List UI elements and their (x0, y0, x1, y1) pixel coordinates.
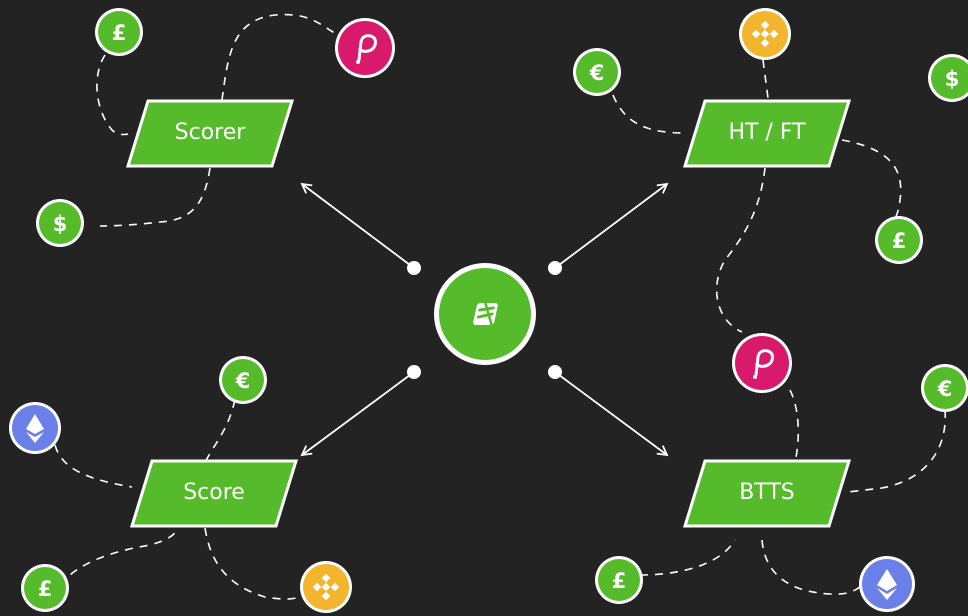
coin-dollar-2-glyph: $ (945, 67, 960, 91)
coin-euro-1: € (573, 48, 621, 96)
coin-pound-1-glyph: £ (112, 21, 127, 45)
dashed-link-btts-euro (847, 409, 947, 493)
arrow-to-score (300, 371, 415, 457)
coin-euro-1-glyph: € (589, 61, 605, 85)
coin-pound-4-glyph: £ (612, 569, 627, 593)
bet-slip-icon (473, 302, 498, 326)
coin-euro-3-glyph: € (937, 377, 953, 401)
arrow-to-btts (554, 371, 669, 457)
dashed-link-btts-polkadot (789, 389, 800, 463)
coin-dollar-2: $ (928, 54, 968, 102)
coin-euro-3: € (921, 364, 968, 412)
dashed-link-scorer-polkadot (221, 13, 339, 101)
coin-pound-4: £ (595, 556, 643, 604)
center-hub (434, 263, 536, 365)
dashed-link-score-euro (204, 399, 236, 463)
arrows (300, 182, 669, 457)
dashed-link-scorer-dollar (99, 167, 211, 227)
coin-pound-3-glyph: £ (38, 577, 53, 601)
coin-polkadot-2 (732, 333, 792, 393)
market-box-htft (682, 99, 852, 168)
market-box-scorer (125, 99, 295, 168)
coin-ethereum-1 (9, 402, 61, 454)
arrow-dot-sw (407, 365, 421, 379)
arrow-to-scorer (300, 182, 415, 269)
dashed-link-scorer-pound (96, 54, 129, 136)
coin-euro-2-glyph: € (235, 369, 251, 393)
coin-binance-1 (739, 8, 791, 60)
ethereum-icon (877, 569, 897, 600)
arrow-dot-ne (548, 261, 562, 275)
arrow-dot-nw (407, 261, 421, 275)
dashed-link-htft-euro (612, 94, 686, 134)
dashed-link-score-ethereum (54, 444, 133, 488)
market-box-score (129, 459, 299, 528)
dashed-link-btts-pound (639, 539, 736, 576)
dashed-connectors (54, 13, 947, 600)
arrow-dot-se (548, 365, 562, 379)
dashed-link-htft-binance (762, 59, 769, 99)
coin-pound-2: £ (875, 216, 923, 264)
dashed-link-htft-polkadot (715, 167, 766, 333)
dashed-link-btts-ethereum (761, 539, 863, 595)
coin-pound-3: £ (21, 564, 69, 612)
coin-euro-2: € (219, 356, 267, 404)
market-box-btts (682, 459, 852, 528)
dashed-link-score-pound (59, 527, 179, 586)
polkadot-icon (356, 34, 377, 64)
coin-pound-1: £ (95, 8, 143, 56)
coin-pound-2-glyph: £ (892, 229, 907, 253)
dashed-link-score-binance (204, 527, 304, 600)
coin-binance-2 (300, 561, 352, 613)
ethereum-icon (26, 414, 44, 443)
dashed-link-htft-pound (841, 139, 902, 226)
coin-polkadot-1 (335, 18, 395, 78)
arrow-to-htft (554, 182, 669, 269)
coin-ethereum-2 (859, 556, 915, 612)
coin-dollar-1: $ (36, 199, 84, 247)
polkadot-icon (753, 349, 774, 379)
coin-dollar-1-glyph: $ (53, 212, 68, 236)
